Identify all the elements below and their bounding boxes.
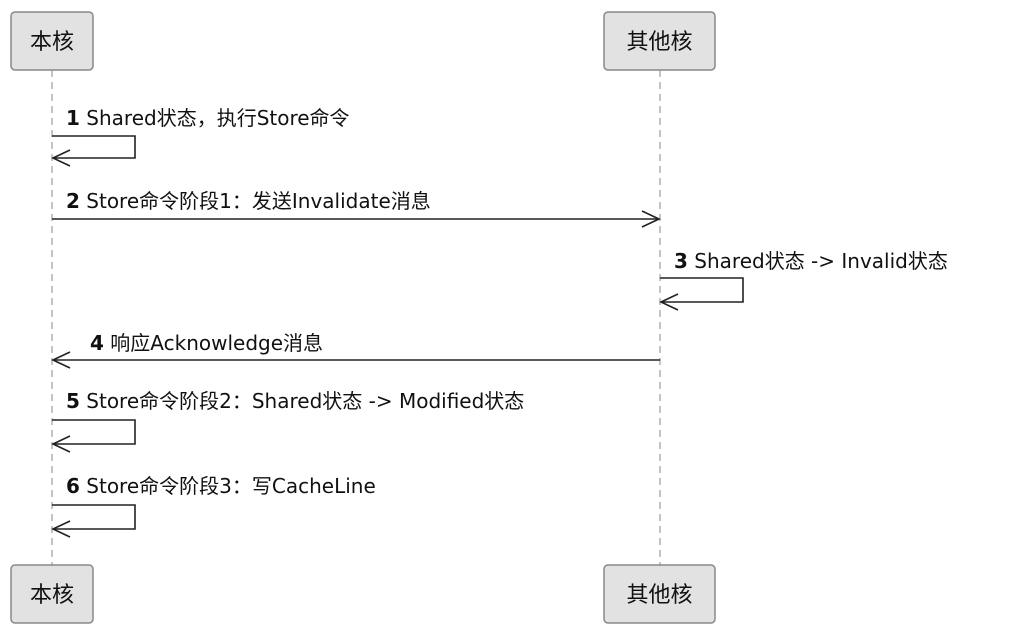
svg-text:3 Shared状态 -> Invalid状态: 3 Shared状态 -> Invalid状态: [674, 249, 948, 273]
participant-other-bottom: 其他核: [603, 564, 716, 624]
message-text: Shared状态 -> Invalid状态: [694, 249, 948, 273]
arrowhead-icon: [659, 293, 679, 311]
participant-label: 本核: [30, 30, 74, 55]
message-number: 2: [66, 189, 80, 213]
message-6: 6 Store命令阶段3：写CacheLine: [51, 474, 376, 538]
arrowhead-icon: [51, 351, 71, 369]
arrowhead-icon: [641, 210, 661, 228]
arrowhead-icon: [51, 149, 71, 167]
message-4: 4 响应Acknowledge消息: [51, 331, 660, 369]
participant-other-top: 其他核: [603, 11, 716, 71]
message-1: 1 Shared状态，执行Store命令: [51, 106, 350, 167]
message-text: Shared状态，执行Store命令: [86, 106, 349, 130]
arrowhead-icon: [51, 520, 71, 538]
participant-label: 其他核: [626, 30, 692, 55]
svg-text:6 Store命令阶段3：写CacheLine: 6 Store命令阶段3：写CacheLine: [66, 474, 376, 498]
participant-local-top: 本核: [10, 11, 94, 71]
message-text: Store命令阶段2：Shared状态 -> Modified状态: [86, 389, 524, 413]
participant-label: 本核: [30, 583, 74, 608]
participant-label: 其他核: [626, 583, 692, 608]
svg-text:1 Shared状态，执行Store命令: 1 Shared状态，执行Store命令: [66, 106, 350, 130]
svg-text:4 响应Acknowledge消息: 4 响应Acknowledge消息: [90, 331, 323, 355]
message-text: Store命令阶段3：写CacheLine: [86, 474, 375, 498]
message-number: 4: [90, 331, 104, 355]
message-number: 5: [66, 389, 80, 413]
svg-text:2 Store命令阶段1：发送Invalidate消息: 2 Store命令阶段1：发送Invalidate消息: [66, 189, 431, 213]
message-text: Store命令阶段1：发送Invalidate消息: [86, 189, 430, 213]
arrowhead-icon: [51, 435, 71, 453]
message-number: 1: [66, 106, 80, 130]
message-text: 响应Acknowledge消息: [110, 331, 323, 355]
message-number: 6: [66, 474, 80, 498]
svg-text:5 Store命令阶段2：Shared状态 -> Modif: 5 Store命令阶段2：Shared状态 -> Modified状态: [66, 389, 524, 413]
message-5: 5 Store命令阶段2：Shared状态 -> Modified状态: [51, 389, 524, 453]
participant-local-bottom: 本核: [10, 564, 94, 624]
message-number: 3: [674, 249, 688, 273]
message-2: 2 Store命令阶段1：发送Invalidate消息: [52, 189, 661, 228]
message-3: 3 Shared状态 -> Invalid状态: [659, 249, 948, 311]
